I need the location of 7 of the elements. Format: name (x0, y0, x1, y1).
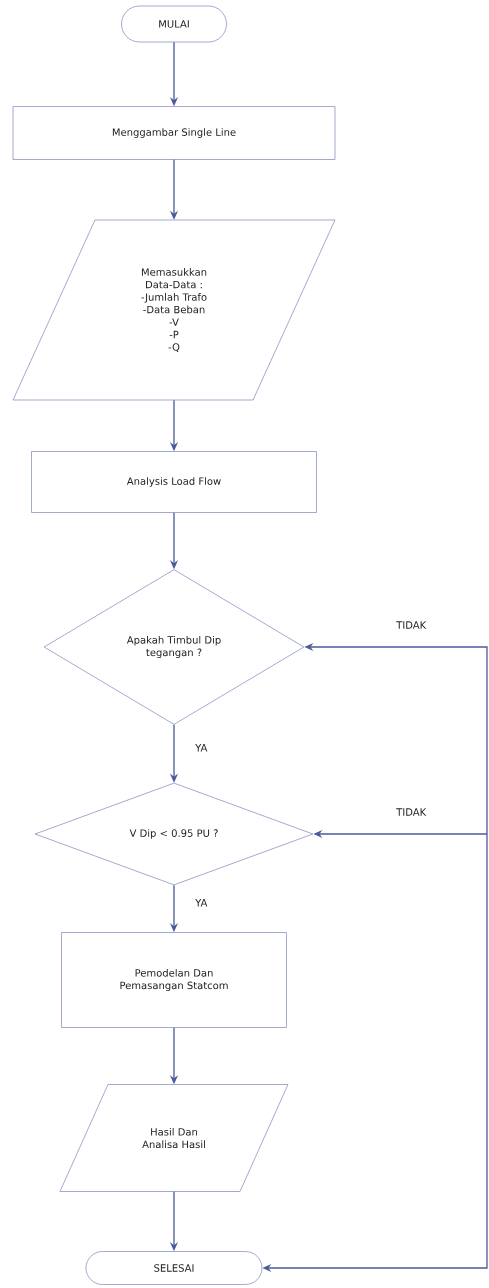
process-box: Pemodelan Dan Pemasangan Statcom (61, 932, 287, 1028)
edge-label: YA (195, 744, 208, 752)
edge-label: YA (195, 899, 208, 907)
process-box: Analysis Load Flow (31, 451, 317, 513)
edge-label: TIDAK (396, 808, 427, 816)
process-box: Menggambar Single Line (12, 106, 336, 160)
edge-label: TIDAK (396, 621, 427, 629)
